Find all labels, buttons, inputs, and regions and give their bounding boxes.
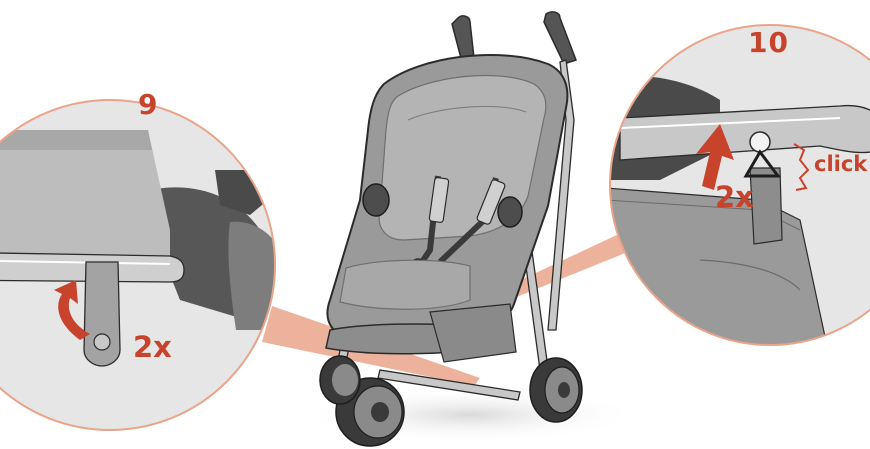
step-10-number: 10 [748,26,789,59]
step-9-repeat-count: 2x [133,330,172,364]
wheel-right-rear [530,358,582,422]
strap-fold-detail [0,100,280,440]
step-9-number: 9 [138,88,157,121]
step-10-repeat-count: 2x [715,180,754,214]
click-sound-label: click [814,152,867,176]
wheel-front [320,356,360,404]
